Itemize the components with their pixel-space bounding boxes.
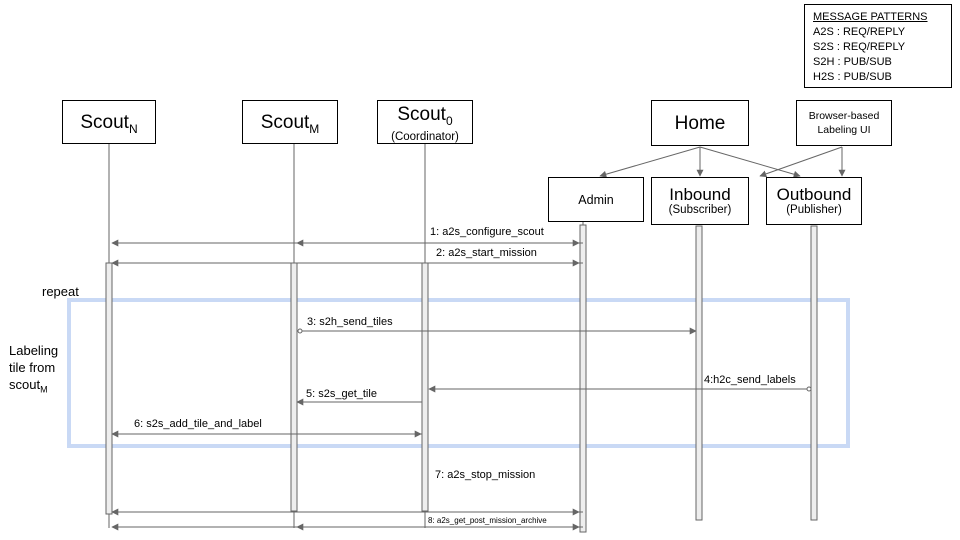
participant-scout-0: Scout0 (Coordinator) xyxy=(377,100,473,144)
participant-scout-n: ScoutN xyxy=(62,100,156,144)
legend-box: MESSAGE PATTERNS A2S : REQ/REPLY S2S : R… xyxy=(804,4,952,88)
message-label-8: 8: a2s_get_post_mission_archive xyxy=(428,516,547,525)
browser-ui-line2: Labeling UI xyxy=(817,124,871,136)
note-subscript: M xyxy=(40,384,48,395)
activation-admin xyxy=(579,224,587,533)
message-label-5: 5: s2s_get_tile xyxy=(306,388,377,400)
activation-scout-m xyxy=(290,262,298,512)
msg3-origin-circle xyxy=(297,328,303,334)
message-label-3: 3: s2h_send_tiles xyxy=(307,316,393,328)
scout-m-subscript: M xyxy=(309,121,320,136)
activation-inbound xyxy=(695,225,703,521)
frame-keyword-repeat: repeat xyxy=(42,284,79,299)
legend-row: H2S : PUB/SUB xyxy=(813,71,892,83)
legend-title: MESSAGE PATTERNS xyxy=(813,11,928,23)
note-line1: Labeling xyxy=(9,343,59,358)
legend-row: S2H : PUB/SUB xyxy=(813,56,892,68)
link-home-admin xyxy=(599,146,701,178)
legend-row: A2S : REQ/REPLY xyxy=(813,26,906,38)
activation-outbound xyxy=(810,225,818,521)
note-line3: scout xyxy=(9,377,41,392)
participant-outbound: Outbound (Publisher) xyxy=(766,177,862,225)
admin-name: Admin xyxy=(578,193,614,207)
link-ui-inbound xyxy=(759,146,843,178)
scout-m-name: Scout xyxy=(260,112,310,133)
participant-scout-m: ScoutM xyxy=(242,100,338,144)
repeat-frame xyxy=(67,298,850,448)
scout-n-name: Scout xyxy=(80,112,129,133)
message-label-4: 4:h2c_send_labels xyxy=(704,374,796,386)
scout-n-subscript: N xyxy=(128,121,138,136)
browser-ui-line1: Browser-based xyxy=(808,110,880,122)
inbound-caption: (Subscriber) xyxy=(668,204,732,216)
message-label-2: 2: a2s_start_mission xyxy=(436,247,537,259)
component-links xyxy=(599,146,846,178)
legend-row: S2S : REQ/REPLY xyxy=(813,41,906,53)
message-label-1: 1: a2s_configure_scout xyxy=(430,226,544,238)
participant-home: Home xyxy=(651,100,749,146)
scout-0-caption: (Coordinator) xyxy=(391,130,459,143)
home-name: Home xyxy=(674,113,726,134)
msg4-origin-circle xyxy=(806,386,812,392)
link-home-outbound xyxy=(699,146,801,178)
participant-inbound: Inbound (Subscriber) xyxy=(651,177,749,225)
outbound-name: Outbound xyxy=(776,185,852,204)
activation-scout-0 xyxy=(421,262,429,512)
scout-0-name: Scout xyxy=(397,104,446,125)
message-label-7: 7: a2s_stop_mission xyxy=(435,469,536,481)
outbound-caption: (Publisher) xyxy=(786,204,842,216)
message-arrows xyxy=(111,239,808,531)
frame-side-note: Labeling tile from scoutM xyxy=(9,342,58,399)
participant-admin: Admin xyxy=(548,177,644,222)
note-line2: tile from xyxy=(9,360,56,375)
scout-0-subscript: 0 xyxy=(445,113,453,128)
activation-scout-n xyxy=(105,262,113,515)
inbound-name: Inbound xyxy=(669,185,731,204)
participant-browser-ui: Browser-based Labeling UI xyxy=(796,100,892,146)
message-label-6: 6: s2s_add_tile_and_label xyxy=(134,418,262,430)
